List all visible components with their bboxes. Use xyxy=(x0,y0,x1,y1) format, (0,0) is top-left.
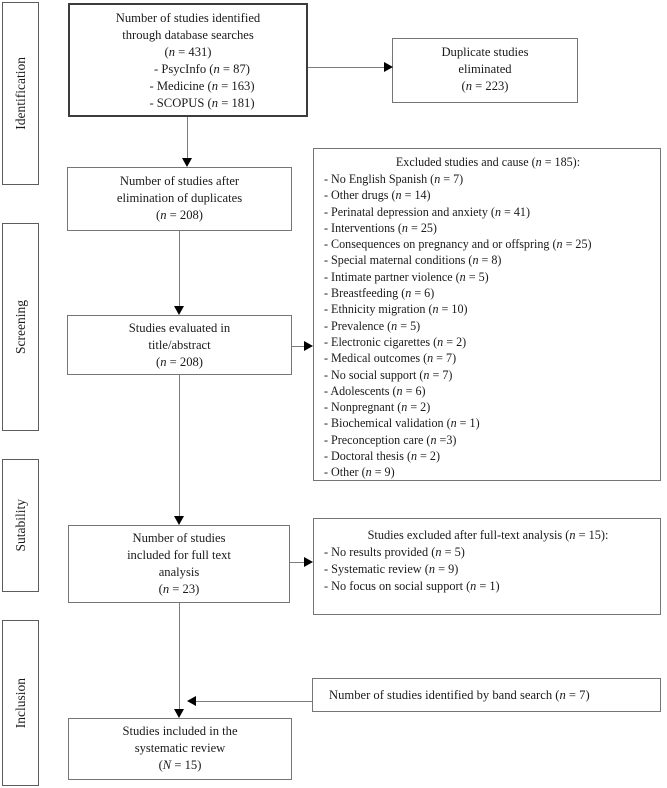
excluded-item: - Biochemical validation (n = 1) xyxy=(324,416,480,431)
excluded-item: - Medical outcomes (n = 7) xyxy=(324,351,457,366)
database-item: - PsycInfo (n = 87) xyxy=(154,62,250,76)
arrow-titleabs-to-fulltext xyxy=(179,375,180,516)
title-line: through database searches xyxy=(122,28,254,42)
excluded-item: - Preconception care (n =3) xyxy=(324,432,457,447)
box-title-abstract: Studies evaluated in title/abstract (n = 2… xyxy=(67,315,292,375)
ft-excluded-title: Studies excluded after full-text analysi… xyxy=(367,528,609,542)
stage-label: Identification xyxy=(12,57,28,130)
stage-label: Sutability xyxy=(12,499,28,552)
arrow-fulltext-to-included xyxy=(179,603,180,709)
arrow-identified-to-afterdup xyxy=(187,117,188,158)
ft-excluded-list: - No results provided (n = 5) - Systemati… xyxy=(324,544,652,595)
box-line: eliminated xyxy=(458,62,512,76)
box-identified: Number of studies identified through data… xyxy=(68,3,308,117)
excluded-item: - Interventions (n = 25) xyxy=(324,220,437,235)
stage-screening: Screening xyxy=(2,223,39,431)
box-included: Studies included in the systematic review… xyxy=(68,718,292,780)
box-line: (n = 223) xyxy=(461,79,509,93)
box-line: included for full text xyxy=(127,548,231,562)
box-line: title/abstract xyxy=(148,338,211,352)
excluded-item: - Doctoral thesis (n = 2) xyxy=(324,449,440,464)
stage-sutability: Sutability xyxy=(2,459,39,592)
box-after-duplicates: Number of studies after elimination of du… xyxy=(67,167,292,231)
box-full-text: Number of studies included for full text a… xyxy=(68,525,290,603)
stage-identification: Identification xyxy=(2,2,39,185)
arrow-titleabs-to-excluded xyxy=(292,346,304,347)
stage-label: Screening xyxy=(12,300,28,354)
excluded-item: - Electronic cigarettes (n = 2) xyxy=(324,334,467,349)
arrowhead-left-icon xyxy=(187,696,196,706)
title-line: (n = 431) xyxy=(164,45,212,59)
database-item: - SCOPUS (n = 181) xyxy=(149,96,255,110)
excluded-item: - Adolescents (n = 6) xyxy=(324,383,426,398)
box-line: systematic review xyxy=(134,741,226,755)
arrowhead-down-icon xyxy=(182,158,192,167)
arrow-fulltext-to-ftexcluded xyxy=(290,562,304,563)
excluded-item: - Other (n = 9) xyxy=(324,465,395,480)
box-line: analysis xyxy=(158,565,200,579)
box-excluded-full-text: Studies excluded after full-text analysi… xyxy=(313,518,661,615)
database-list: - PsycInfo (n = 87) - Medicine (n = 163) -… xyxy=(98,61,306,112)
excluded-item: - No English Spanish (n = 7) xyxy=(324,172,464,186)
excluded-item: - Ethnicity migration (n = 10) xyxy=(324,302,468,317)
excluded-item: - Other drugs (n = 14) xyxy=(324,188,431,203)
box-line: Number of studies xyxy=(132,531,226,545)
box-line: Studies evaluated in xyxy=(128,321,231,335)
arrow-bandsearch-to-flow xyxy=(196,701,312,702)
box-duplicates-eliminated: Duplicate studies eliminated (n = 223) xyxy=(392,38,578,103)
excluded-item: - Prevalence (n = 5) xyxy=(324,318,421,333)
box-line: (n = 23) xyxy=(158,582,200,596)
database-item: - Medicine (n = 163) xyxy=(149,79,255,93)
band-search-text: Number of studies identified by band sea… xyxy=(329,687,590,702)
excluded-item: - Systematic review (n = 9) xyxy=(324,562,459,576)
excluded-item: - Breastfeeding (n = 6) xyxy=(324,286,435,301)
box-band-search: Number of studies identified by band sea… xyxy=(312,678,661,712)
excluded-item: - No results provided (n = 5) xyxy=(324,545,465,559)
arrowhead-right-icon xyxy=(304,341,313,351)
excluded-item: - No focus on social support (n = 1) xyxy=(324,579,500,593)
excluded-item: - No social support (n = 7) xyxy=(324,367,453,382)
arrowhead-right-icon xyxy=(384,62,393,72)
title-line: Number of studies identified xyxy=(115,11,261,25)
arrowhead-right-icon xyxy=(304,557,313,567)
arrowhead-down-icon xyxy=(174,709,184,718)
excluded-title: Excluded studies and cause (n = 185): xyxy=(395,155,581,169)
arrow-identified-to-duplicates xyxy=(308,67,384,68)
excluded-item: - Intimate partner violence (n = 5) xyxy=(324,269,489,284)
arrow-afterdup-to-titleabs xyxy=(179,231,180,306)
excluded-item: - Special maternal conditions (n = 8) xyxy=(324,253,502,268)
box-excluded-screening: Excluded studies and cause (n = 185): - … xyxy=(313,148,661,481)
box-line: (n = 208) xyxy=(156,355,203,369)
box-title-lines: Number of studies identified through data… xyxy=(70,10,306,61)
excluded-list: - No English Spanish (n = 7) - Other drug… xyxy=(324,171,652,481)
box-line: (n = 208) xyxy=(156,208,203,222)
stage-inclusion: Inclusion xyxy=(2,620,39,786)
arrowhead-down-icon xyxy=(174,306,184,315)
excluded-item: - Consequences on pregnancy and or offsp… xyxy=(324,237,592,252)
excluded-item: - Perinatal depression and anxiety (n = … xyxy=(324,204,530,219)
box-line: Duplicate studies xyxy=(441,45,529,59)
excluded-item: - Nonpregnant (n = 2) xyxy=(324,400,431,415)
arrowhead-down-icon xyxy=(174,516,184,525)
box-line: (N = 15) xyxy=(158,758,202,772)
box-line: Number of studies after xyxy=(119,174,240,188)
stage-label: Inclusion xyxy=(12,677,28,729)
box-line: elimination of duplicates xyxy=(116,191,243,205)
box-line: Studies included in the xyxy=(122,724,238,738)
